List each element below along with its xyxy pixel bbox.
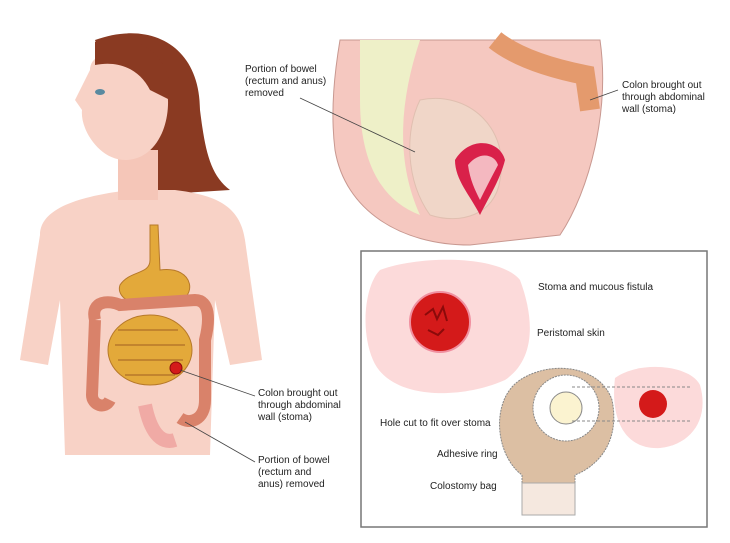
label-peristomal-skin: Peristomal skin bbox=[537, 328, 605, 339]
eye bbox=[95, 89, 105, 95]
label-child-colon-stoma: Colon brought out through abdominal wall… bbox=[258, 388, 341, 423]
removed-bowel bbox=[138, 403, 178, 448]
colon bbox=[88, 293, 214, 427]
digestive-system bbox=[85, 224, 214, 448]
label-colostomy-bag: Colostomy bag bbox=[430, 481, 497, 492]
label-adhesive-ring: Adhesive ring bbox=[437, 449, 498, 460]
stoma bbox=[409, 291, 471, 353]
abdomen-cross-section bbox=[332, 31, 604, 246]
child-stoma bbox=[169, 361, 183, 375]
inset-panel bbox=[360, 250, 708, 528]
label-top-colon-stoma: Colon brought out through abdominal wall… bbox=[622, 80, 705, 115]
colon-section bbox=[488, 31, 600, 112]
label-child-bowel-removed: Portion of bowel (rectum and anus) remov… bbox=[258, 455, 330, 490]
label-top-bowel-removed: Portion of bowel (rectum and anus) remov… bbox=[245, 64, 327, 99]
hole-shape bbox=[549, 391, 583, 425]
spine-region bbox=[360, 40, 420, 215]
child-figure bbox=[20, 33, 262, 455]
small-stoma bbox=[639, 390, 667, 418]
label-hole-cut: Hole cut to fit over stoma bbox=[380, 418, 491, 429]
label-stoma-fistula: Stoma and mucous fistula bbox=[538, 282, 654, 293]
